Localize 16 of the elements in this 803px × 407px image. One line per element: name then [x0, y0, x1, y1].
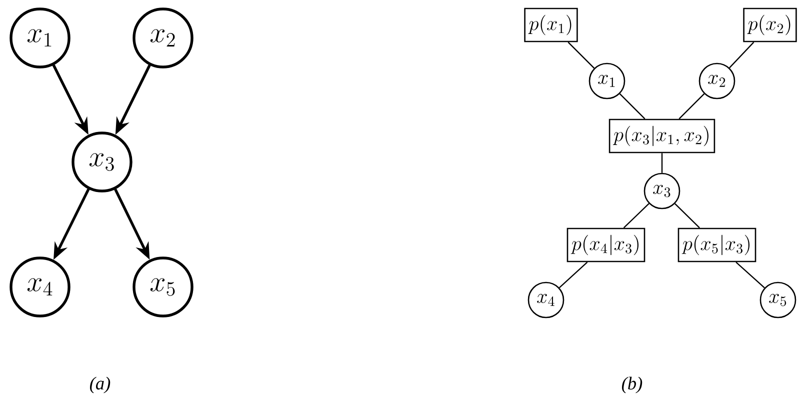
connector-line [678, 93, 705, 120]
connector-line [619, 93, 646, 120]
factor-box: $p(x_4|x_3)$ [566, 228, 646, 262]
factor-box: $p(x_2)$ [743, 8, 797, 42]
factor-box: $p(x_3|x_1, x_2)$ [608, 118, 716, 154]
panel-caption: (a) [90, 376, 110, 394]
connector-line [736, 262, 765, 288]
connector-line [661, 153, 663, 173]
connector-line [568, 42, 595, 69]
factor-box: $p(x_5|x_3)$ [678, 228, 756, 262]
connector-line [623, 203, 650, 228]
factor-box: $p(x_1)$ [524, 8, 578, 42]
connector-line [674, 203, 700, 228]
connector-line [558, 262, 588, 288]
connector-line [729, 42, 754, 68]
panel-caption: (b) [622, 376, 642, 394]
